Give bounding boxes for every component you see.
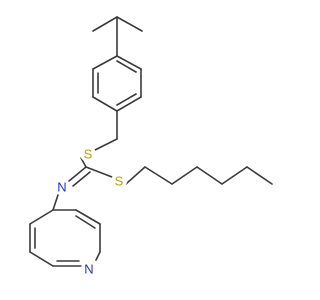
bond-c-n-double-1 [68, 166, 87, 182]
bond-heptyl-4 [196, 166, 223, 185]
bond-benzene-1 [92, 55, 118, 70]
bond-pyridine-inner-3 [75, 215, 96, 229]
atom-n-imine: N [54, 179, 70, 195]
bond-heptyl-3 [171, 166, 198, 185]
nitrogen-label-ring: N [84, 262, 93, 277]
bond-s-top-to-central-c [80, 157, 87, 168]
bond-benzene-inner-3 [116, 60, 137, 73]
bond-benzene-4 [116, 96, 142, 112]
bond-heptyl-6 [246, 166, 273, 185]
atom-s-right: S [111, 173, 127, 189]
atom-n-ring: N [81, 261, 97, 277]
bond-isopropyl-methyl-right [116, 16, 143, 32]
sulfur-label-top: S [84, 147, 93, 162]
nitrogen-label-imine: N [57, 180, 66, 195]
bond-isopropyl-methyl-left [92, 16, 118, 32]
bond-pyridine-3 [29, 251, 54, 267]
bond-pyridine-6 [75, 209, 101, 225]
bond-benzene-3 [92, 96, 118, 112]
bond-c-n-double-2 [72, 171, 91, 187]
bond-ch2-to-s-top [94, 138, 118, 151]
bond-pyridine-n-to-c [95, 251, 101, 261]
bond-c-to-s-right [85, 166, 113, 178]
bond-benzene-inner-2 [116, 93, 137, 106]
bond-benzene-6 [116, 55, 142, 70]
bond-heptyl-5 [221, 166, 248, 185]
bond-imine-n-to-pyridine [52, 194, 59, 211]
atom-s-top: S [80, 146, 96, 162]
bonds [29, 16, 273, 267]
bond-heptyl-2 [144, 166, 173, 185]
bond-pyridine-1 [29, 209, 54, 225]
structure-diagram: S S N N [29, 16, 273, 277]
bond-heptyl-1 [125, 166, 146, 185]
sulfur-label-right: S [115, 174, 124, 189]
